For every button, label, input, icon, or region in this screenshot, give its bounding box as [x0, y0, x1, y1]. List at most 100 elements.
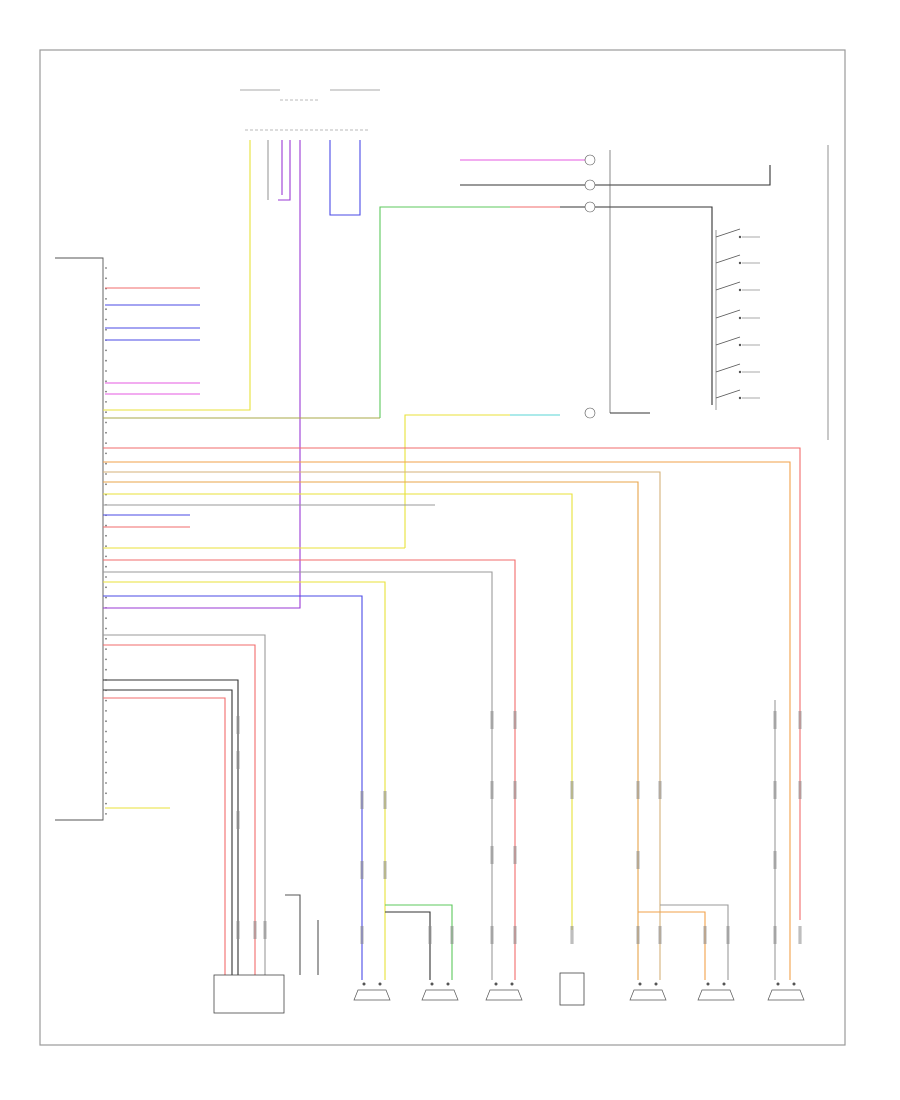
speaker-body: [353, 989, 391, 1001]
speaker-terminal: [638, 982, 642, 986]
connector-pin: [105, 328, 107, 331]
inline-connector: [490, 926, 494, 944]
inline-connector: [773, 711, 777, 729]
speaker-terminal: [494, 982, 498, 986]
speaker-terminal: [446, 982, 450, 986]
connector-pin: [105, 277, 107, 280]
inline-connector: [798, 926, 802, 944]
connector-pin: [105, 421, 107, 424]
speaker-body: [485, 989, 523, 1001]
connector-pin: [105, 308, 107, 311]
connector-pin: [105, 452, 107, 455]
inline-connector: [773, 851, 777, 869]
connector-pin: [105, 637, 107, 640]
inline-connector: [513, 846, 517, 864]
switch-terminal: [738, 288, 742, 292]
connector-pin: [105, 596, 107, 599]
inline-connector: [636, 781, 640, 799]
inline-connector: [490, 781, 494, 799]
connector-pin: [105, 617, 107, 620]
speaker-terminal: [654, 982, 658, 986]
connector-pin: [105, 658, 107, 661]
connector-pin: [105, 771, 107, 774]
tweeter-branches: [385, 700, 776, 980]
antenna: [559, 972, 585, 1006]
inline-connector: [658, 926, 662, 944]
connector-pin: [105, 710, 107, 712]
inline-connector: [703, 926, 707, 944]
speaker-tweeter-right: [421, 982, 459, 1001]
audio-unit: [213, 974, 285, 1014]
switch-terminal: [738, 396, 742, 400]
connector-pin: [105, 802, 107, 805]
connector-pin: [105, 761, 107, 764]
speaker-terminal: [706, 982, 710, 986]
inline-connector: [513, 711, 517, 729]
switch-terminal: [738, 235, 742, 239]
speaker-body: [767, 989, 805, 1001]
connector-pin: [105, 298, 107, 300]
switch-terminal: [738, 343, 742, 347]
connector-pin: [105, 782, 107, 784]
connector-pin: [105, 401, 107, 403]
connector-pin: [105, 586, 107, 589]
inline-connector: [658, 781, 662, 799]
inline-connector: [450, 926, 454, 944]
connector-pin: [105, 390, 107, 393]
inline-connector: [383, 861, 387, 879]
inline-connector: [798, 781, 802, 799]
speaker-spkr-front-right: [353, 982, 391, 1001]
inline-connector: [428, 926, 432, 944]
speaker-terminal: [362, 982, 366, 986]
inline-connector: [383, 791, 387, 809]
speaker-tweeter-left: [697, 982, 735, 1001]
speaker-terminal: [792, 982, 796, 986]
connector-pin: [105, 792, 107, 795]
connector-pin: [105, 442, 107, 444]
audio-unit-wires: [103, 634, 319, 975]
connector-pin: [105, 411, 107, 414]
switch-contact: [715, 281, 741, 291]
connector-pin: [105, 576, 107, 578]
connector-pin: [105, 370, 107, 372]
switch-contact: [715, 228, 741, 238]
speaker-terminal: [776, 982, 780, 986]
connector-pin: [105, 648, 107, 650]
connector-pin: [105, 545, 107, 547]
inline-connector: [636, 851, 640, 869]
switch-terminal: [738, 370, 742, 374]
top-connectors: [240, 89, 380, 131]
upper-right-harness: [379, 145, 829, 440]
inline-connector: [773, 926, 777, 944]
switch-contact: [715, 389, 741, 399]
inline-connector: [490, 711, 494, 729]
main-harness: [103, 409, 801, 980]
inline-connector: [360, 861, 364, 879]
inline-connector: [570, 781, 574, 799]
connector-pin: [105, 534, 107, 537]
inline-connector: [360, 791, 364, 809]
connector-pin: [105, 627, 107, 630]
connector-pin: [105, 349, 107, 352]
switch-contact: [715, 336, 741, 346]
connector-pin: [105, 473, 107, 475]
connector-pin: [105, 431, 107, 434]
inline-connector: [360, 926, 364, 944]
inline-connector: [513, 781, 517, 799]
connector-pin: [105, 524, 107, 527]
inline-connector: [726, 926, 730, 944]
inline-connector: [236, 921, 240, 939]
inline-connector: [513, 926, 517, 944]
connector-pin: [105, 740, 107, 743]
connector-pin: [105, 699, 107, 702]
radio-unit-connector: [55, 257, 107, 821]
speaker-spkr-front-left: [629, 982, 667, 1001]
inline-connector: [798, 711, 802, 729]
speaker-body: [629, 989, 667, 1001]
speaker-terminal: [510, 982, 514, 986]
inline-connector: [773, 781, 777, 799]
connector-pin: [105, 730, 107, 733]
switch-contact: [715, 363, 741, 373]
inline-connector: [263, 921, 267, 939]
short-pigtails: [105, 287, 200, 809]
